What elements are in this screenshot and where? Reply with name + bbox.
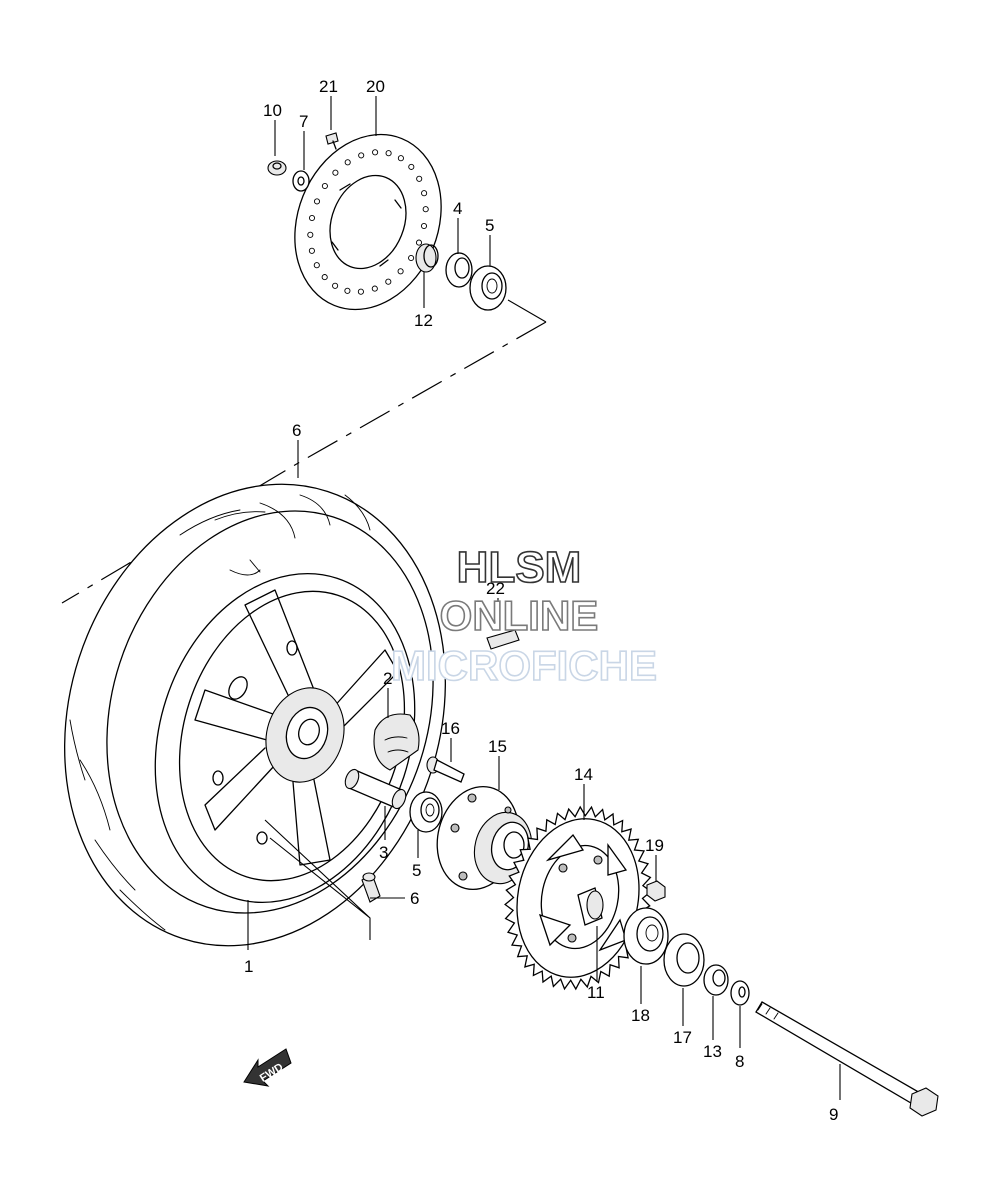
axle-10: [755, 1001, 939, 1117]
callout-19: 18: [631, 1006, 650, 1025]
callout-12: 11: [587, 983, 605, 1002]
callout-11: 10: [263, 101, 282, 120]
callout-15: 14: [574, 765, 593, 784]
watermark-line-1: HLSM: [457, 543, 582, 592]
callout-labels: 10 7 21 20 4 5 12 6 22 2 16 15 14 3 19 5…: [244, 77, 838, 1124]
oil-seal-4: [445, 252, 473, 288]
callout-2: 2: [383, 669, 392, 688]
callout-8: 7: [299, 112, 308, 131]
collar-12: [577, 887, 604, 926]
callout-9: 8: [735, 1052, 744, 1071]
callout-17: 16: [441, 719, 460, 738]
nut-11: [267, 160, 287, 176]
callout-22: 21: [319, 77, 338, 96]
callout-14: 13: [703, 1042, 722, 1061]
bearing-19: [623, 907, 669, 965]
bolt-17: [426, 756, 465, 783]
callout-5-lower: 5: [412, 861, 421, 880]
callout-3: 3: [379, 843, 388, 862]
spacer-3: [344, 768, 407, 810]
callout-6: 6: [410, 889, 419, 908]
oil-seal-18: [663, 933, 705, 987]
bushing-23: [486, 629, 520, 650]
callout-13: 12: [414, 311, 433, 330]
leader-lines: [247, 96, 841, 1100]
callout-10: 9: [829, 1105, 838, 1124]
callout-20: 19: [645, 836, 664, 855]
wheel-rim: [154, 572, 416, 904]
callout-4: 4: [453, 199, 462, 218]
bolt-22: [325, 132, 339, 150]
spacer-14: [703, 964, 729, 996]
callout-5-upper: 5: [485, 216, 494, 235]
watermark-line-3: MICROFICHE: [391, 642, 657, 689]
watermark-line-2: ONLINE: [440, 592, 599, 639]
callout-23: 22: [486, 579, 505, 598]
bearing-5-lower: [409, 791, 443, 833]
washer-9: [730, 980, 750, 1006]
callout-16: 15: [488, 737, 507, 756]
callout-1: 1: [244, 957, 253, 976]
watermark: HLSM ONLINE MICROFICHE: [390, 542, 658, 690]
callout-18: 17: [673, 1028, 692, 1047]
fwd-arrow-icon: FWD: [243, 1048, 292, 1087]
valve-6: [361, 872, 381, 903]
damper-2: [373, 713, 420, 771]
washer-8: [292, 170, 310, 192]
sprocket-15: [504, 805, 652, 991]
collar-13: [415, 243, 439, 273]
callout-7: 6: [292, 421, 301, 440]
brake-disc: [294, 133, 442, 311]
nut-20: [646, 880, 666, 902]
callout-21: 20: [366, 77, 385, 96]
bearing-5-upper: [469, 265, 507, 311]
